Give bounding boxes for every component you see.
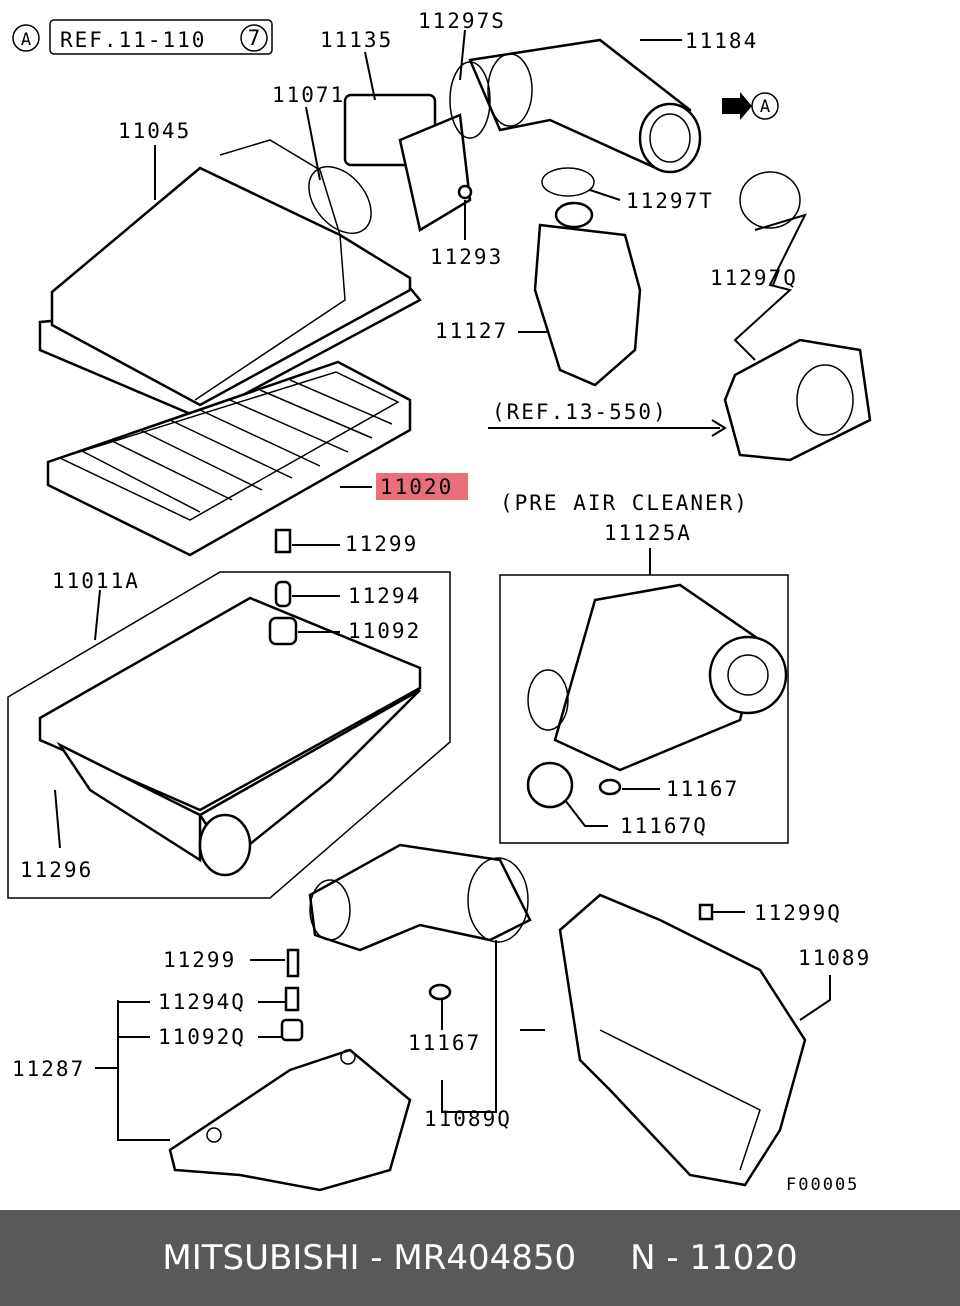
label-11092q: 11092Q bbox=[158, 1025, 246, 1049]
ref-box-number: 7 bbox=[248, 26, 261, 50]
label-11089: 11089 bbox=[798, 946, 871, 970]
ref-header: A REF.11-110 7 bbox=[12, 19, 273, 55]
label-11011a: 11011A bbox=[52, 569, 140, 593]
bolt-11299 bbox=[274, 528, 292, 554]
bracket-11287 bbox=[168, 948, 412, 1192]
ref-circle bbox=[12, 24, 40, 52]
throttle-body bbox=[723, 338, 872, 462]
label-11089q: 11089Q bbox=[424, 1107, 512, 1131]
label-11167-a: 11167 bbox=[666, 777, 739, 801]
label-11296: 11296 bbox=[20, 858, 93, 882]
duct-11089q bbox=[308, 843, 532, 1001]
leader-lines bbox=[54, 29, 831, 1141]
air-cleaner-cover bbox=[38, 139, 422, 420]
part-labels: 11135 11297S 11184 11071 11045 11297T 11… bbox=[12, 9, 871, 1195]
label-11294q: 11294Q bbox=[158, 990, 246, 1014]
duct-11089 bbox=[558, 893, 807, 1187]
air-cleaner-lower-case bbox=[7, 571, 451, 899]
label-11020: 11020 bbox=[380, 475, 453, 499]
label-11092: 11092 bbox=[348, 619, 421, 643]
bolt-11293 bbox=[457, 184, 473, 200]
air-filter-element bbox=[46, 360, 412, 557]
label-11293: 11293 bbox=[430, 245, 503, 269]
ref-circle-letter: A bbox=[21, 30, 31, 50]
label-ref-13-550: (REF.13-550) bbox=[492, 400, 668, 424]
label-11184: 11184 bbox=[685, 29, 758, 53]
label-11299q: 11299Q bbox=[754, 901, 842, 925]
label-11071: 11071 bbox=[272, 83, 345, 107]
label-11135: 11135 bbox=[320, 28, 393, 52]
label-11297q: 11297Q bbox=[710, 266, 798, 290]
ref-box-text: REF.11-110 bbox=[60, 28, 206, 52]
ref-box bbox=[49, 19, 273, 55]
grommet-11092 bbox=[268, 616, 298, 646]
label-11127: 11127 bbox=[435, 319, 508, 343]
parts-diagram: A REF.11-110 7 bbox=[7, 9, 872, 1195]
airflow-sensor bbox=[308, 93, 472, 235]
label-11299-b: 11299 bbox=[163, 948, 236, 972]
arrow-ref-letter: A bbox=[760, 97, 770, 117]
pre-air-cleaner bbox=[499, 574, 789, 844]
label-11297t: 11297T bbox=[626, 189, 714, 213]
label-11167-b: 11167 bbox=[408, 1031, 481, 1055]
collar-11294 bbox=[274, 580, 292, 608]
clamp-11297t bbox=[541, 167, 595, 197]
footer-part-number: MITSUBISHI - MR404850 N - 11020 bbox=[0, 1210, 960, 1306]
label-11287: 11287 bbox=[12, 1057, 85, 1081]
intake-hose bbox=[449, 38, 702, 174]
highlight-11020 bbox=[376, 473, 468, 500]
label-11167q: 11167Q bbox=[620, 814, 708, 838]
label-11297s: 11297S bbox=[418, 9, 506, 33]
resonator bbox=[533, 201, 642, 387]
figure-code: F00005 bbox=[786, 1175, 859, 1195]
ref-box-circle bbox=[240, 24, 268, 52]
label-11045: 11045 bbox=[118, 119, 191, 143]
clamp-11297q bbox=[739, 171, 801, 229]
label-11294: 11294 bbox=[348, 584, 421, 608]
arrow-to-a: A bbox=[722, 92, 779, 120]
label-pre-air-cleaner: (PRE AIR CLEANER) bbox=[500, 491, 749, 515]
label-11125a: 11125A bbox=[604, 521, 692, 545]
label-11299: 11299 bbox=[345, 532, 418, 556]
